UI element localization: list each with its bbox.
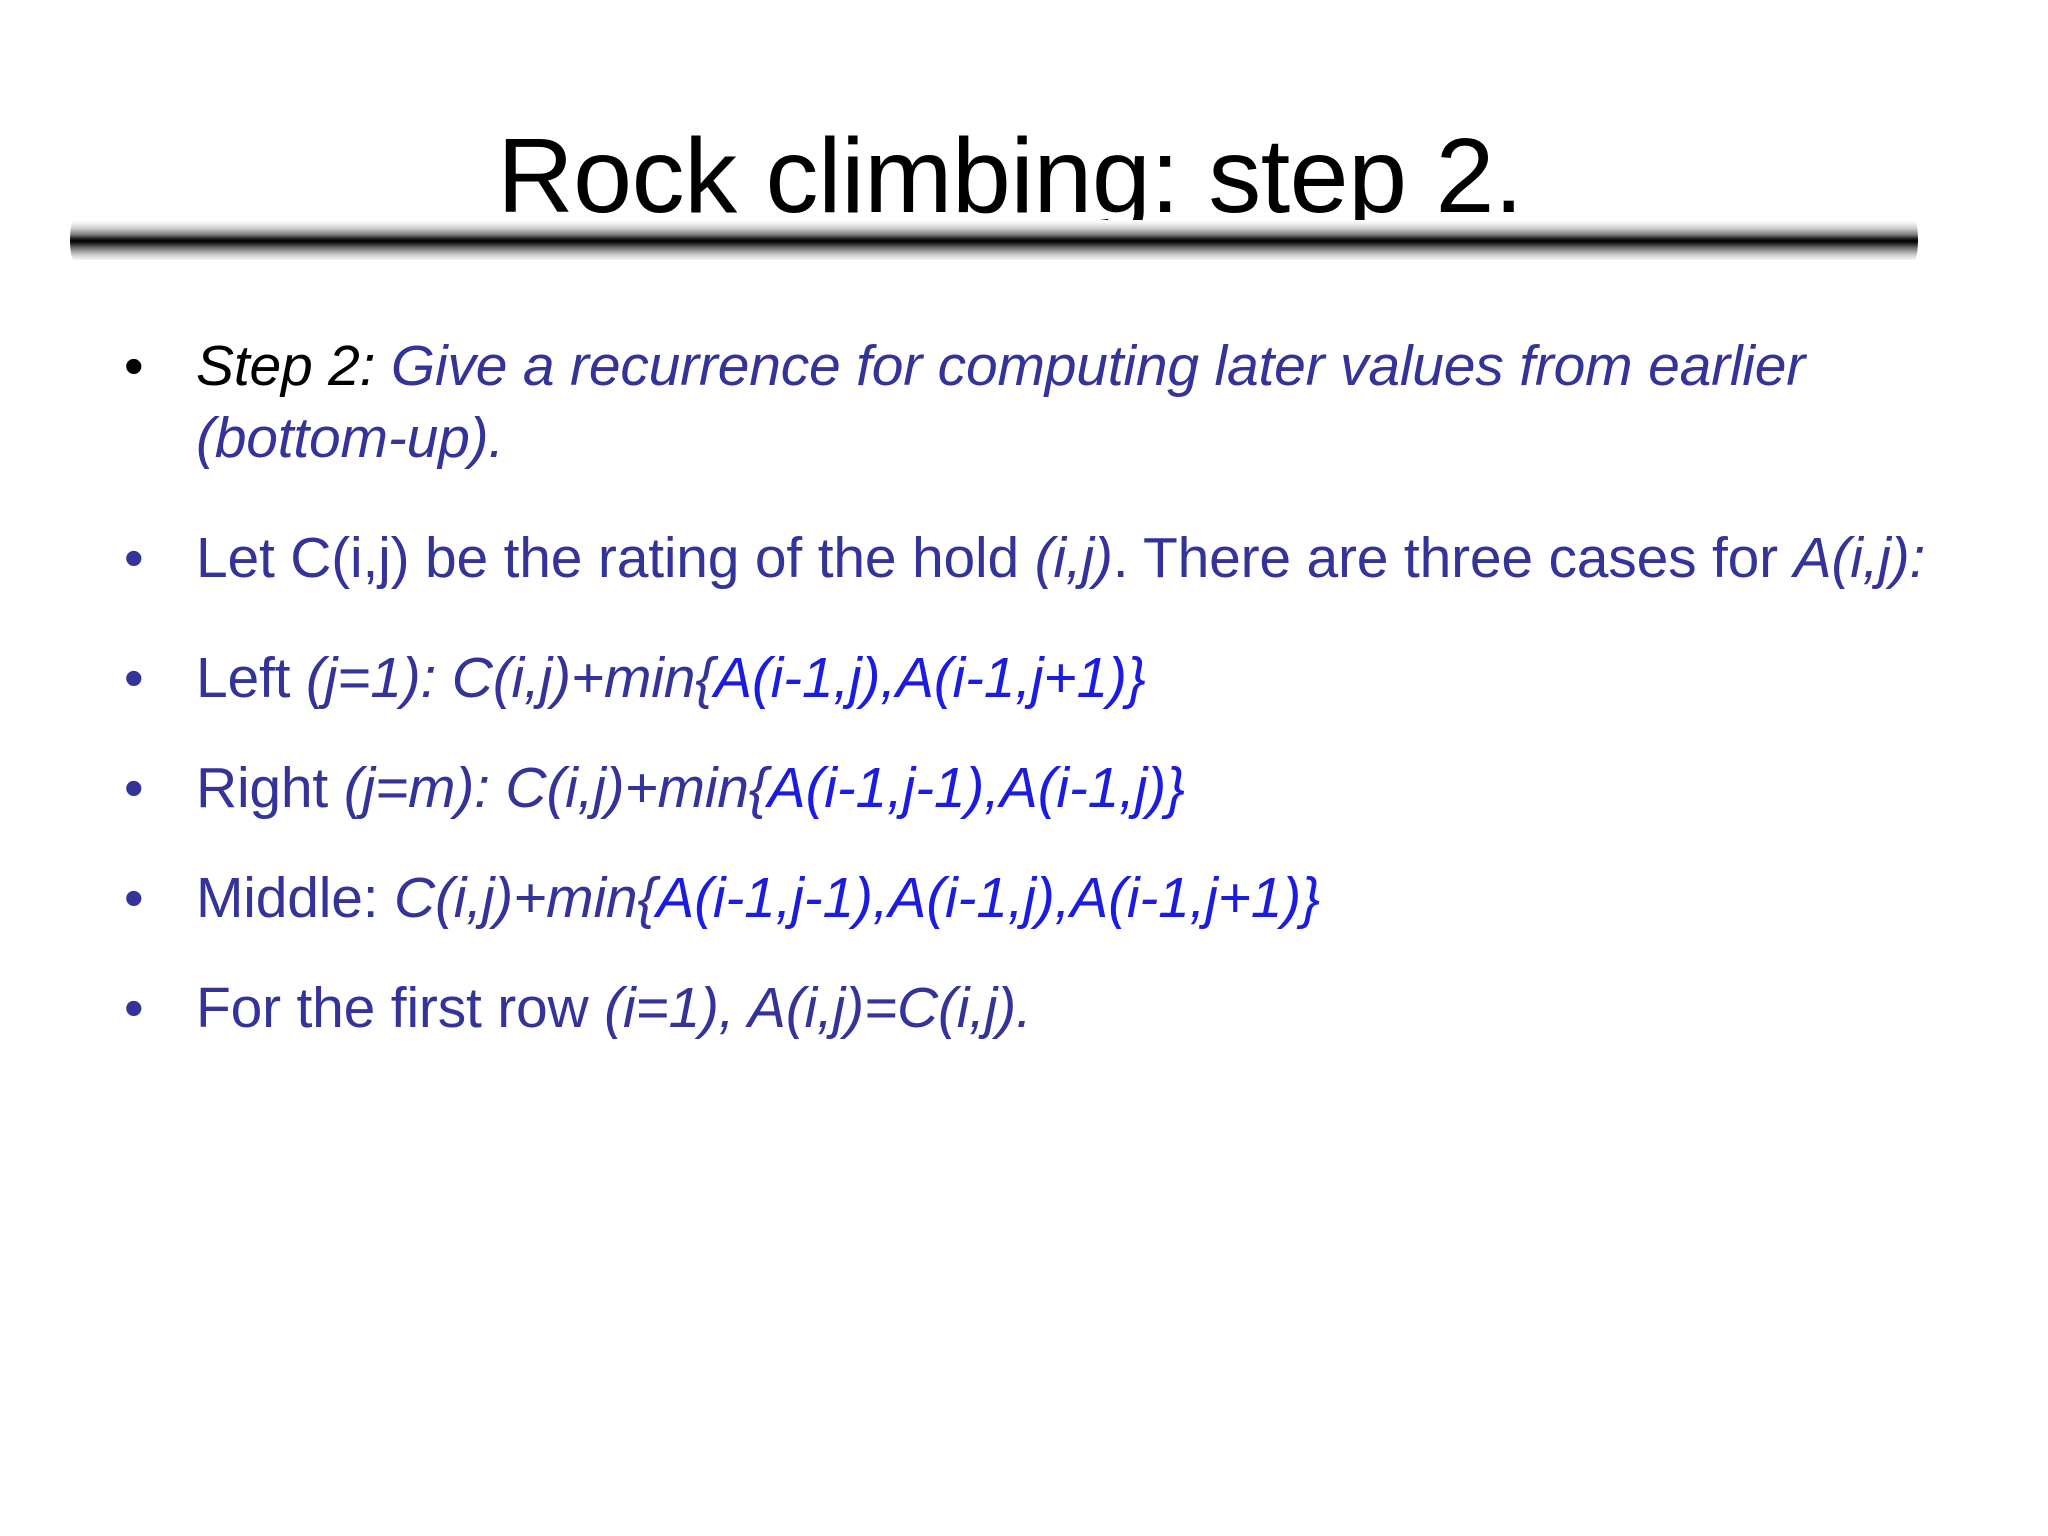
- text-run: For the first row: [196, 976, 605, 1040]
- list-item: • Right (j=m): C(i,j)+min{A(i-1,j-1),A(i-…: [110, 752, 1960, 824]
- list-item: • Let C(i,j) be the rating of the hold (i…: [110, 522, 1960, 594]
- list-item: • Step 2: Give a recurrence for computing…: [110, 330, 1960, 474]
- bullet-marker-icon: •: [124, 756, 144, 819]
- text-run: C(i,j)+min{: [393, 866, 657, 930]
- bullet-marker-icon: •: [124, 866, 144, 929]
- bullet-marker-icon: •: [124, 976, 144, 1039]
- bullet-marker-icon: •: [124, 646, 144, 709]
- text-run: A(i,j):: [1793, 526, 1926, 590]
- text-run: (j=1): C(i,j)+min{: [305, 646, 715, 710]
- list-item: • Middle: C(i,j)+min{A(i-1,j-1),A(i-1,j),…: [110, 862, 1960, 934]
- text-run: Let C(i,j) be the rating of the hold: [196, 526, 1035, 590]
- text-run: (i,j): [1034, 526, 1113, 590]
- text-run: A(i-1,j-1),A(i-1,j)}: [767, 756, 1185, 820]
- text-run: Left: [196, 646, 306, 710]
- text-run: A(i-1,j-1),A(i-1,j),A(i-1,j+1)}: [656, 866, 1320, 930]
- text-run: A(i-1,j),A(i-1,j+1)}: [714, 646, 1146, 710]
- text-run: (i=1), A(i,j)=C(i,j).: [604, 976, 1032, 1040]
- list-item: • Left (j=1): C(i,j)+min{A(i-1,j),A(i-1,j…: [110, 642, 1960, 714]
- list-item-text: Let C(i,j) be the rating of the hold (i,…: [196, 522, 1960, 594]
- list-item-text: Step 2: Give a recurrence for computing …: [196, 330, 1960, 474]
- title-divider: [70, 216, 1918, 264]
- list-item-text: Left (j=1): C(i,j)+min{A(i-1,j),A(i-1,j+…: [196, 642, 1960, 714]
- bullet-list: • Step 2: Give a recurrence for computing…: [110, 330, 1960, 1044]
- text-run: . There are three cases for: [1112, 526, 1794, 590]
- list-item: • For the first row (i=1), A(i,j)=C(i,j).: [110, 972, 1960, 1044]
- text-run: (j=m): C(i,j)+min{: [343, 756, 768, 820]
- list-item-text: Right (j=m): C(i,j)+min{A(i-1,j-1),A(i-1…: [196, 752, 1960, 824]
- divider-bar-3d: [70, 220, 1918, 260]
- text-run: Give a recurrence for computing later va…: [196, 334, 1806, 470]
- text-run: Middle:: [196, 866, 394, 930]
- bullet-marker-icon: •: [124, 526, 144, 589]
- bullet-marker-icon: •: [124, 334, 144, 397]
- text-run: Right: [196, 756, 344, 820]
- title-area: Rock climbing: step 2.: [0, 48, 2020, 305]
- list-item-text: For the first row (i=1), A(i,j)=C(i,j).: [196, 972, 1960, 1044]
- list-item-text: Middle: C(i,j)+min{A(i-1,j-1),A(i-1,j),A…: [196, 862, 1960, 934]
- text-run: Step 2:: [196, 334, 376, 398]
- page-title: Rock climbing: step 2.: [497, 117, 1523, 236]
